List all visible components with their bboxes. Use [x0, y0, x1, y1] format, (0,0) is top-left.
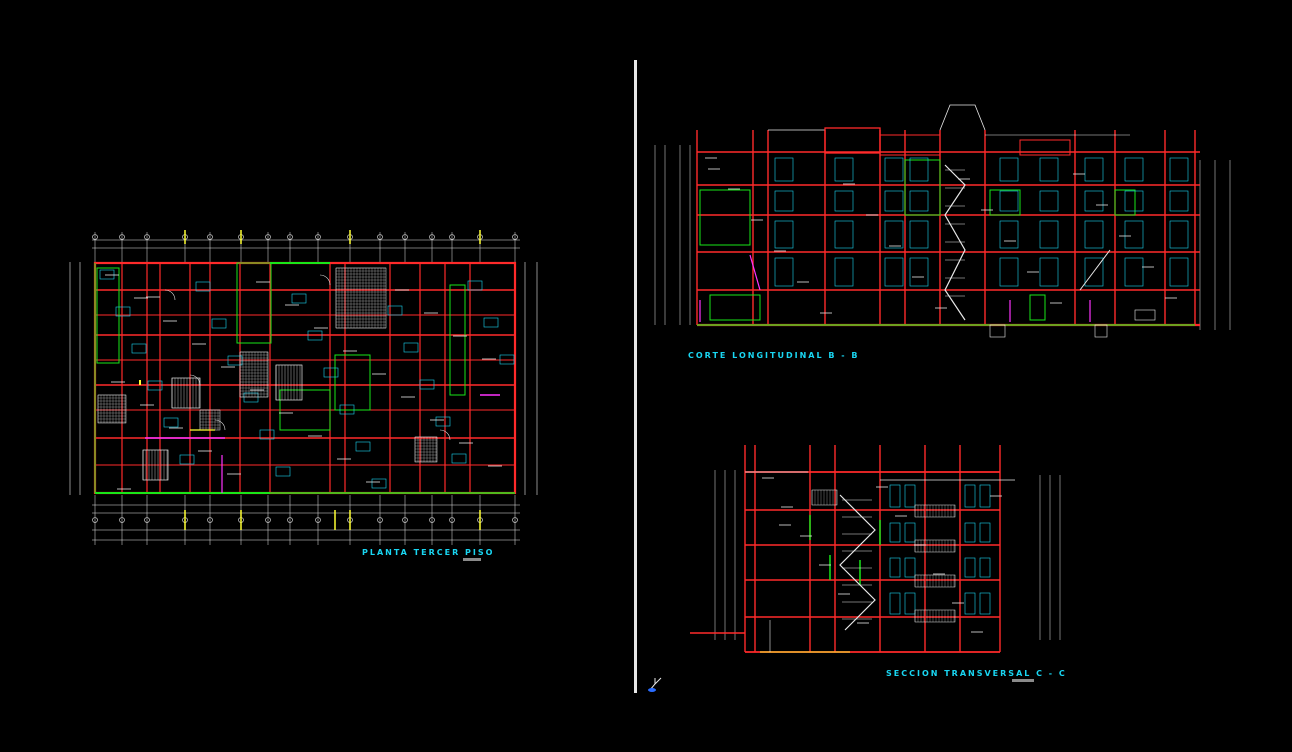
plan-title-underline — [463, 558, 481, 561]
viewport-separator — [634, 60, 637, 693]
transversal-title-underline — [1012, 679, 1034, 682]
transversal-section-drawing — [690, 445, 1061, 653]
longitudinal-section-drawing — [654, 104, 1231, 338]
plan-title: PLANTA TERCER PISO — [362, 548, 495, 557]
ucs-axis-icon — [648, 677, 662, 692]
longitudinal-section-title: CORTE LONGITUDINAL B - B — [688, 351, 860, 360]
transversal-section-title: SECCION TRANSVERSAL C - C — [886, 669, 1067, 678]
floor-plan-drawing — [69, 230, 538, 545]
